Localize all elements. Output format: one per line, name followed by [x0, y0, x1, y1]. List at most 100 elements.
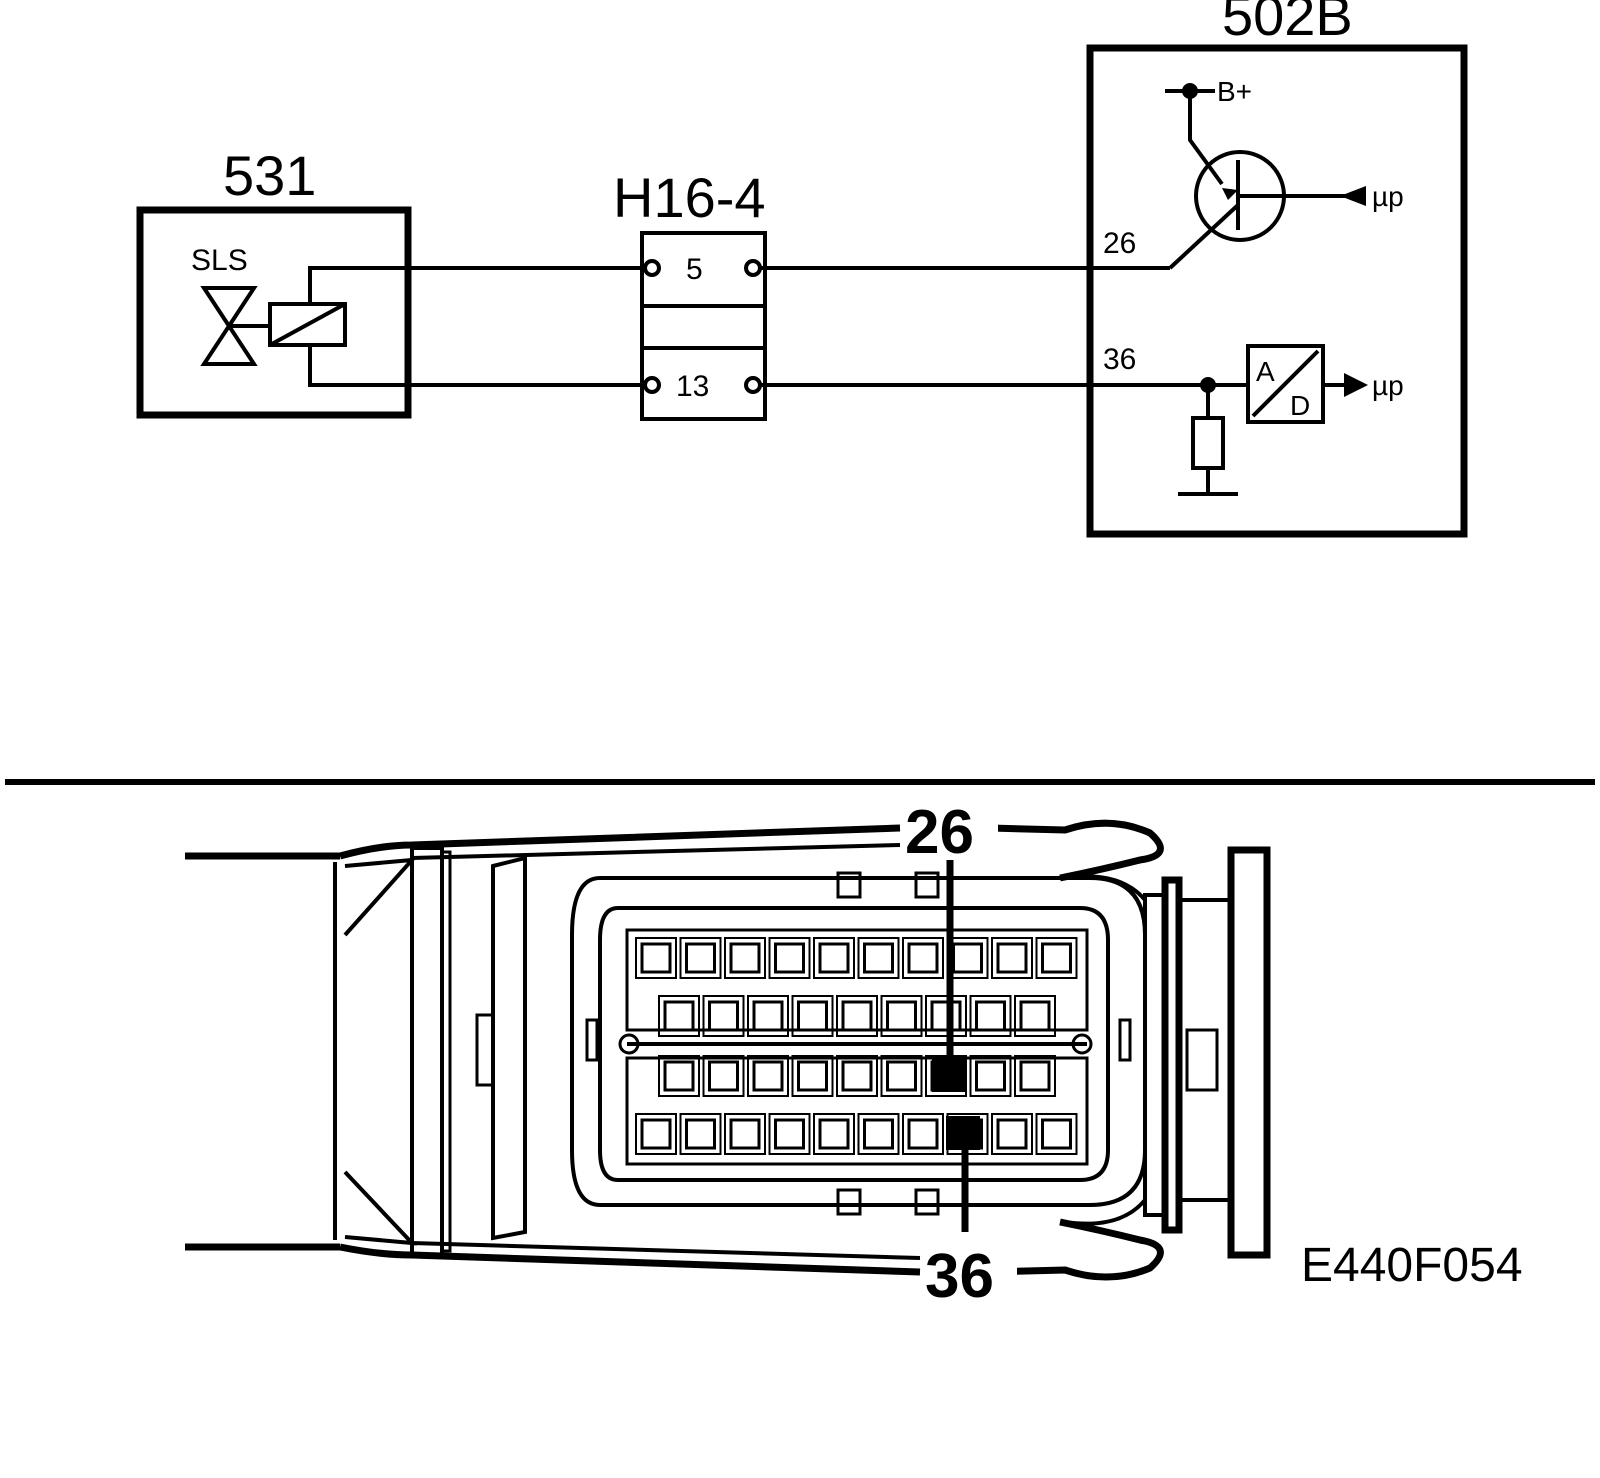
pin-cavity-contact — [818, 942, 850, 974]
pin-cavity-contact — [841, 1060, 873, 1092]
supply-label: B+ — [1217, 76, 1252, 107]
pin-cavity-contact — [663, 1060, 695, 1092]
component-531-label: 531 — [223, 144, 316, 207]
pin-cavity — [679, 937, 722, 979]
pin-cavity — [880, 1055, 923, 1097]
pin-cavity — [813, 1113, 855, 1155]
pin-cavity-contact — [797, 1000, 828, 1032]
pin-cavity-contact — [996, 942, 1028, 974]
pin-cavity-contact — [952, 942, 983, 974]
resistor-icon — [1191, 416, 1225, 470]
pin-cavity-contact — [708, 1000, 739, 1032]
signal-bottom-label: µp — [1372, 370, 1404, 401]
pin-cavity-contact — [729, 942, 761, 974]
connector-illustration: 26 36 — [185, 798, 1271, 1311]
pin-cavity-contact — [1041, 1118, 1072, 1150]
connector-h16-label: H16-4 — [613, 166, 766, 229]
pin-contact-icon — [744, 259, 762, 277]
component-531: 531 SLS — [136, 144, 412, 419]
pin-cavity-contact — [930, 1000, 962, 1032]
pin-cavity — [724, 937, 766, 979]
adc-d-label: D — [1290, 390, 1310, 421]
highlighted-pin-36 — [946, 1116, 980, 1150]
pin-cavity — [747, 1055, 789, 1097]
pin-cavity — [635, 937, 677, 979]
pin-cavity — [791, 995, 834, 1037]
pin-cavity-contact — [663, 1000, 695, 1032]
callout-pin-36: 36 — [925, 1242, 994, 1311]
pin-cavity — [969, 995, 1012, 1037]
pin-contact-icon — [643, 259, 661, 277]
ecu-502b: 502B 26 36 B+ µp A D µp — [1086, 0, 1468, 538]
pin-cavity — [969, 1055, 1012, 1097]
pin-cavity — [724, 1113, 766, 1155]
pin-cavity-contact — [774, 942, 805, 974]
pin-contact-icon — [643, 376, 661, 394]
adc-a-label: A — [1256, 356, 1275, 387]
pin-cavity — [1014, 1055, 1056, 1097]
pin-cavity — [902, 1113, 944, 1155]
pin-cavity — [857, 937, 900, 979]
pin-cavity-contact — [685, 942, 716, 974]
ecu-pin-26: 26 — [1103, 227, 1136, 260]
pin-cavity — [1035, 937, 1078, 979]
pin-cavity-contact — [841, 1000, 873, 1032]
pin-cavity-contact — [996, 1118, 1028, 1150]
pin-cavity — [902, 937, 944, 979]
pin-cavity — [702, 1055, 745, 1097]
pin-cavity — [925, 995, 967, 1037]
pin-cavity-contact — [729, 1118, 761, 1150]
pin-cavity — [836, 995, 878, 1037]
pin-cavity-contact — [1019, 1000, 1051, 1032]
signal-arrow-icon — [1340, 186, 1366, 206]
valve-icon — [200, 286, 258, 366]
pin-cavity — [991, 1113, 1033, 1155]
pin-cavity-contact — [685, 1118, 716, 1150]
signal-top-label: µp — [1372, 181, 1404, 212]
pin-cavity-contact — [752, 1000, 784, 1032]
pin-cavity-contact — [797, 1060, 828, 1092]
pin-cavity-contact — [774, 1118, 805, 1150]
pin-cavity-contact — [975, 1000, 1006, 1032]
pin-cavity — [1014, 995, 1056, 1037]
pin-cavity — [813, 937, 855, 979]
pin-cavity — [702, 995, 745, 1037]
pin-cavity-contact — [752, 1060, 784, 1092]
pin-cavity-contact — [863, 942, 894, 974]
pin-cavity-contact — [1041, 942, 1072, 974]
pin-cavity — [635, 1113, 677, 1155]
pin-cavity-contact — [1019, 1060, 1051, 1092]
pin-cavity — [836, 1055, 878, 1097]
pin-cavity-contact — [640, 1118, 672, 1150]
figure-code: E440F054 — [1301, 1239, 1523, 1292]
pin-cavity-contact — [708, 1060, 739, 1092]
ecu-pin-36: 36 — [1103, 343, 1136, 376]
connector-pin-13: 13 — [676, 370, 709, 403]
pin-contact-icon — [744, 376, 762, 394]
arrow-icon — [1222, 188, 1238, 200]
pin-cavity — [679, 1113, 722, 1155]
ecu-label: 502B — [1222, 0, 1353, 47]
highlighted-pin-26 — [932, 1058, 966, 1092]
pin-cavity-contact — [975, 1060, 1006, 1092]
connector-h16-4: H16-4 5 13 — [613, 166, 767, 421]
solenoid-coil-icon — [268, 302, 347, 347]
pin-cavity-contact — [907, 1118, 939, 1150]
pin-cavity-grid — [635, 937, 1078, 1155]
pin-cavity — [791, 1055, 834, 1097]
connector-pin-5: 5 — [686, 253, 703, 286]
pin-cavity — [857, 1113, 900, 1155]
pin-cavity — [991, 937, 1033, 979]
pin-cavity-contact — [886, 1060, 917, 1092]
pin-cavity-contact — [907, 942, 939, 974]
pin-cavity — [747, 995, 789, 1037]
pin-cavity — [768, 1113, 811, 1155]
pin-cavity — [768, 937, 811, 979]
pin-cavity — [1035, 1113, 1078, 1155]
pin-cavity — [880, 995, 923, 1037]
signal-arrow-icon — [1344, 373, 1368, 397]
pin-cavity-contact — [863, 1118, 894, 1150]
callout-pin-26: 26 — [905, 798, 974, 867]
valve-label: SLS — [191, 244, 248, 277]
